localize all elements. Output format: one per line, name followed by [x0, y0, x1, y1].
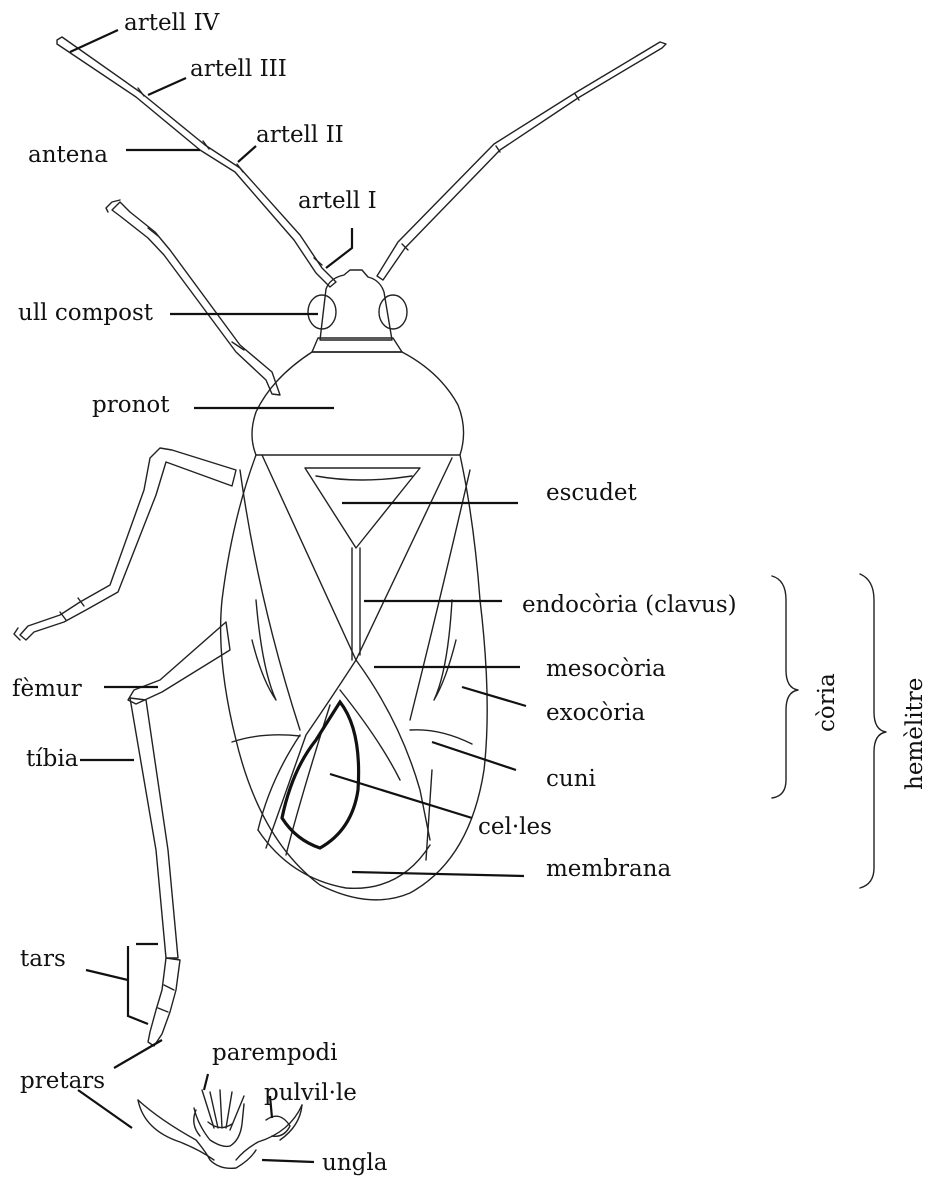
- leader-parempodi: [204, 1074, 208, 1090]
- leader-artell-ii: [238, 146, 256, 162]
- leader-artell-iii: [148, 78, 186, 95]
- label-pulville: pulvil·le: [264, 1080, 357, 1106]
- front-leg: [106, 200, 280, 395]
- middle-leg: [14, 448, 236, 640]
- leader-artell-iv: [70, 30, 118, 52]
- hind-leg: [128, 622, 230, 1046]
- label-cuni: cuni: [546, 766, 596, 792]
- label-membrana: membrana: [546, 856, 671, 882]
- label-femur: fèmur: [12, 676, 82, 702]
- pronotum: [252, 352, 464, 455]
- leader-ungla: [262, 1160, 314, 1162]
- head: [308, 270, 407, 352]
- leader-exocoria: [462, 687, 526, 706]
- right-antenna: [377, 42, 666, 280]
- label-escudet: escudet: [546, 480, 637, 506]
- label-hemelitre: hemèlitre: [902, 678, 928, 790]
- label-artell-ii: artell II: [256, 122, 344, 148]
- label-endocoria: endocòria (clavus): [522, 592, 737, 618]
- label-mesocoria: mesocòria: [546, 656, 666, 682]
- label-pretars: pretars: [20, 1068, 105, 1094]
- labels: artell IV artell III artell II antena ar…: [12, 10, 928, 1176]
- label-coria: còria: [814, 673, 840, 732]
- hemelitre-brace: [860, 574, 886, 888]
- coria-brace: [772, 576, 798, 798]
- label-tars: tars: [20, 946, 66, 972]
- label-ull-compost: ull compost: [18, 300, 154, 326]
- label-artell-iii: artell III: [190, 56, 287, 82]
- label-tibia: tíbia: [26, 746, 79, 772]
- leader-pretars-1: [114, 1040, 162, 1068]
- right-compound-eye: [379, 295, 407, 329]
- leader-artell-i: [326, 228, 352, 268]
- label-celles: cel·les: [478, 814, 552, 840]
- tars-bracket: [128, 944, 158, 1024]
- label-antena: antena: [28, 142, 108, 168]
- label-pronot: pronot: [92, 392, 170, 418]
- label-artell-iv: artell IV: [124, 10, 220, 36]
- hemelytra: [221, 455, 488, 900]
- label-artell-i: artell I: [298, 188, 377, 214]
- leader-tars: [86, 970, 128, 980]
- leader-cuni: [432, 742, 516, 770]
- label-exocoria: exocòria: [546, 700, 646, 726]
- leader-pretars-2: [78, 1090, 132, 1128]
- label-ungla: ungla: [322, 1150, 388, 1176]
- label-parempodi: parempodi: [212, 1040, 338, 1066]
